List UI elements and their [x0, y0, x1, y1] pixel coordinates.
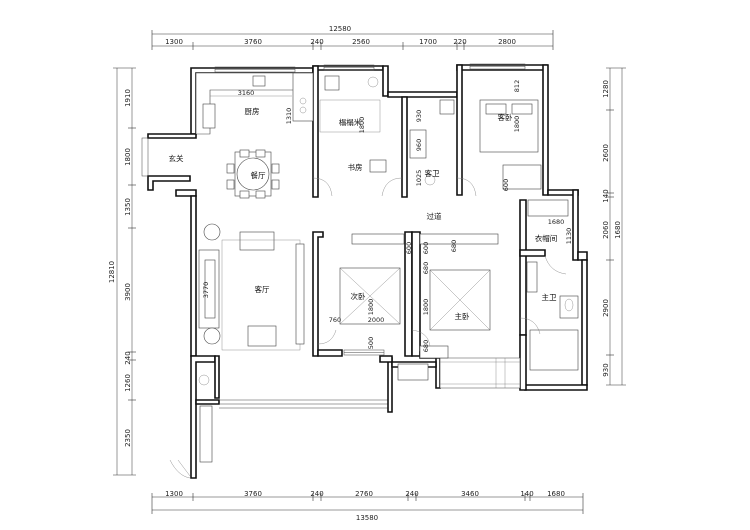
- room-corridor: 过道: [427, 211, 442, 221]
- dim-wardrobe-600-a: 600: [405, 242, 413, 254]
- bottom-dim-3: 240: [310, 490, 323, 498]
- top-dim-1: 1300: [165, 38, 183, 46]
- left-total-dim: 12810: [108, 261, 116, 283]
- right-dim-4: 2060: [602, 221, 610, 239]
- left-dim-6: 1260: [124, 374, 132, 392]
- room-kitchen: 厨房: [245, 106, 260, 116]
- dim-second-1800: 1800: [367, 299, 375, 316]
- dim-wardrobe-600-b: 600: [422, 242, 430, 254]
- bottom-dimensions: 1300 3760 240 2760 240 3460 140 1680 135…: [151, 490, 584, 522]
- right-dim-7: 930: [602, 363, 610, 376]
- dim-master-680-c: 680: [422, 340, 430, 352]
- top-dim-4: 2560: [352, 38, 370, 46]
- room-master-bed: 主卧: [455, 311, 470, 321]
- left-dim-5: 240: [124, 351, 132, 364]
- dim-second-500: 500: [367, 337, 375, 349]
- dim-guest-600: 600: [502, 179, 510, 191]
- left-dim-3: 1350: [124, 198, 132, 216]
- right-dim-5: 1680: [614, 221, 622, 239]
- dim-kitchen-width: 3160: [238, 89, 255, 97]
- room-study-top: 榻榻米: [339, 117, 362, 127]
- left-dimensions: 12810 1910 1800 1350 3900 240 1260 2350: [108, 67, 136, 476]
- dim-kitchen-depth: 1310: [285, 108, 293, 125]
- dim-bath-930: 930: [415, 110, 423, 122]
- bottom-dim-6: 3460: [461, 490, 479, 498]
- room-public-bath: 客卫: [425, 168, 440, 178]
- room-master-bath: 主卫: [542, 292, 557, 302]
- room-foyer: 玄关: [169, 153, 184, 163]
- dim-master-1800: 1800: [422, 299, 430, 316]
- bottom-dim-8: 1680: [547, 490, 565, 498]
- left-dim-7: 2350: [124, 429, 132, 447]
- right-dim-6: 2900: [602, 299, 610, 317]
- room-living: 客厅: [255, 284, 270, 294]
- dim-study-1800: 1800: [358, 117, 366, 134]
- dim-master-680-b: 680: [450, 240, 458, 252]
- windows: [141, 63, 526, 356]
- room-guest-bed: 客卧: [498, 112, 513, 122]
- dim-living-3770: 3770: [202, 282, 210, 299]
- top-dim-5: 1700: [419, 38, 437, 46]
- top-dim-7: 2800: [498, 38, 516, 46]
- dim-guest-812: 812: [513, 80, 521, 92]
- bottom-total-dim: 13580: [356, 514, 378, 522]
- dim-closet-1680: 1680: [548, 218, 565, 226]
- dim-guest-1800: 1800: [513, 116, 521, 133]
- dim-bath-1025: 1025: [415, 170, 423, 187]
- right-dim-1: 1280: [602, 80, 610, 98]
- room-study: 书房: [348, 162, 363, 172]
- right-dim-3: 140: [602, 189, 610, 202]
- walls: [147, 64, 588, 479]
- right-dim-2: 2600: [602, 144, 610, 162]
- bottom-dim-5: 240: [405, 490, 418, 498]
- dim-closet-1130: 1130: [565, 228, 573, 245]
- furniture: [169, 72, 579, 479]
- room-labels: 厨房 玄关 餐厅 榻榻米 书房 客卫 客卧 过道 衣帽间 客厅 次卧 主卧 主卫: [169, 106, 558, 321]
- room-walk-in-closet: 衣帽间: [535, 233, 558, 243]
- dim-master-680-a: 680: [422, 262, 430, 274]
- dim-bath-960: 960: [415, 139, 423, 151]
- internal-dimensions: 3160 1310 1800 930 960 1025 812 1800 600…: [202, 80, 573, 352]
- room-second-bed: 次卧: [351, 291, 366, 301]
- bottom-dim-7: 140: [520, 490, 533, 498]
- bottom-dim-4: 2760: [355, 490, 373, 498]
- top-dim-2: 3760: [244, 38, 262, 46]
- bottom-dim-1: 1300: [165, 490, 183, 498]
- dim-second-2000: 2000: [368, 316, 385, 324]
- top-dim-6: 220: [453, 38, 466, 46]
- door-arcs: [312, 177, 567, 347]
- top-dimensions: 12580 1300 3760 240 2560 1700 220 2800: [151, 25, 554, 50]
- left-dim-1: 1910: [124, 89, 132, 107]
- left-dim-2: 1800: [124, 148, 132, 166]
- room-dining: 餐厅: [251, 171, 266, 180]
- top-total-dim: 12580: [329, 25, 351, 33]
- dim-second-760: 760: [329, 316, 341, 324]
- bottom-dim-2: 3760: [244, 490, 262, 498]
- left-dim-4: 3900: [124, 283, 132, 301]
- right-dimensions: 1280 2600 140 2060 1680 2900 930: [602, 67, 626, 386]
- top-dim-3: 240: [310, 38, 323, 46]
